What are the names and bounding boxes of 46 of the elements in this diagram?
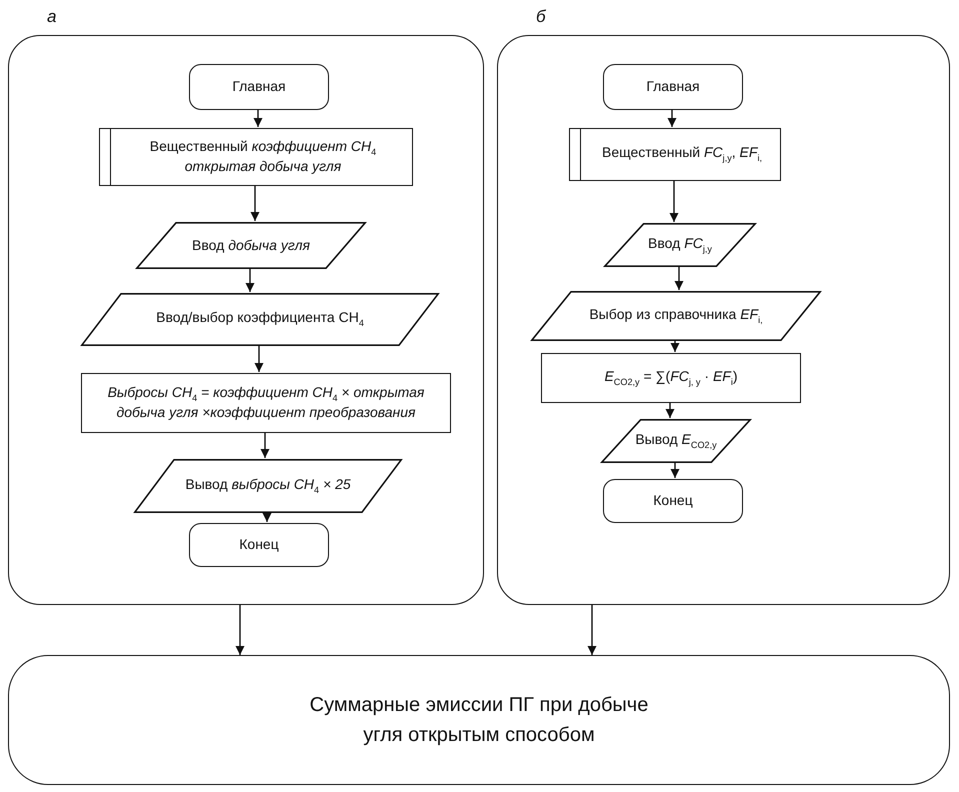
process-box [541,353,801,403]
input-output-parallelogram [604,223,756,267]
arrow [254,345,264,372]
arrow [668,109,676,127]
terminal-box [603,64,743,110]
node-text: Вещественный FC$_{j,y}$, EF$_{i,}$ [601,144,763,165]
node-text: Суммарные эмиссии ПГ при добыче угля открытым способом [308,693,650,748]
arrow [588,605,596,655]
node-text: E$_{CO2,y}$ = ∑(FC$_{j, y}$ · EF$_{i}$) [603,368,739,388]
node-text: Ввод/выбор коэффициента CH$_{4}$ [155,309,365,330]
input-output-parallelogram [134,459,402,513]
node-text: Выбор из справочника EF$_{i,}$ [588,306,764,326]
arrow [254,109,262,127]
terminal-box [603,479,743,523]
arrow [670,340,680,352]
arrow [236,605,244,655]
arrow [262,512,272,522]
panel-letter: б [536,6,546,28]
terminal-box [189,523,329,567]
arrow [670,462,680,478]
arrow [250,185,260,221]
panel-letter: а [47,6,56,28]
node-text: Вывод E$_{CO2,y}$ [634,430,718,452]
predefined-process-box [99,128,413,186]
node-text: Ввод добыча угля [191,236,311,254]
terminal-box [8,655,950,785]
arrow [260,432,270,458]
process-box [81,373,451,433]
node-text: Выбросы CH$_{4}$ = коэффициент CH$_{4}$ × открытая добыча угля ×коэффициент преобразования [106,384,426,422]
predefined-process-box [569,128,781,181]
terminal-box [189,64,329,110]
node-text: Конец [652,492,694,510]
input-output-parallelogram [601,419,751,463]
arrow [246,268,254,292]
input-output-parallelogram [531,291,821,341]
arrow [670,180,678,222]
node-text: Вещественный коэффициент CH$_{4}$ открытая добыча угля [148,138,378,176]
input-output-parallelogram [136,222,366,269]
arrow [666,402,674,418]
arrow [674,266,684,290]
node-text: Главная [645,78,701,96]
node-text: Конец [238,536,280,554]
node-text: Ввод FC$_{j,y}$ [647,234,713,256]
node-text: Главная [231,78,287,96]
input-output-parallelogram [81,293,439,346]
node-text: Вывод выбросы CH$_{4}$ × 25 [184,476,352,496]
